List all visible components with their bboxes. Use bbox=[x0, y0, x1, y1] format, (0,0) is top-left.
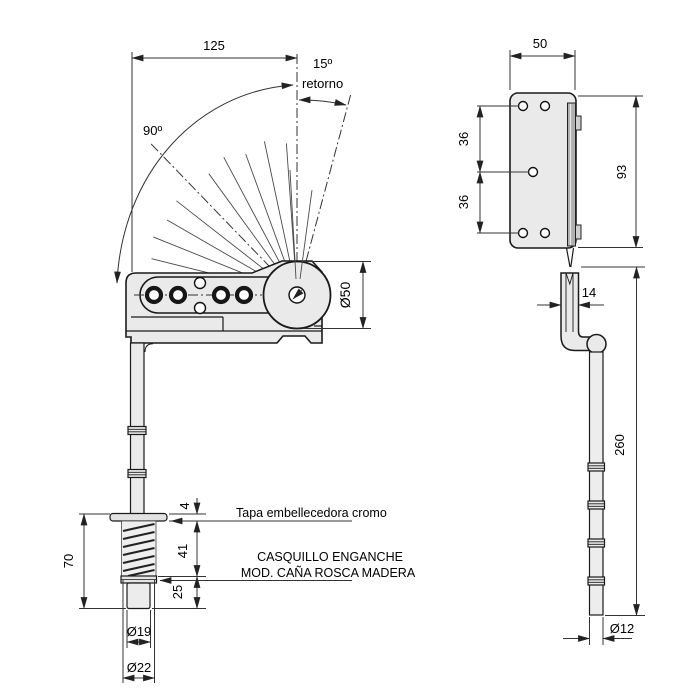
dimension-hub-diameter: Ø50 bbox=[303, 260, 371, 330]
part-name-line1: CASQUILLO ENGANCHE bbox=[257, 550, 403, 564]
dim-d22-text: Ø22 bbox=[127, 660, 152, 675]
return-arc-15 bbox=[298, 96, 347, 106]
dimension-4-41-25: 4 41 25 bbox=[152, 498, 206, 610]
angle-90-label: 90º bbox=[143, 123, 162, 138]
arm-hole bbox=[144, 285, 164, 305]
cap-label: Tapa embellecedora cromo bbox=[236, 506, 387, 520]
dimension-d19: Ø19 bbox=[126, 610, 152, 648]
dim-36-bottom-text: 36 bbox=[456, 195, 471, 209]
dimension-70: 70 bbox=[61, 513, 126, 610]
front-view: 90º 15º retorno 125 bbox=[61, 38, 416, 683]
arm-hole bbox=[168, 285, 188, 305]
dimension-93: 93 bbox=[578, 95, 643, 249]
arm-hole bbox=[211, 285, 231, 305]
arm-small-hole bbox=[193, 276, 207, 290]
dim-41-text: 41 bbox=[175, 544, 190, 558]
tip-cylinder bbox=[126, 582, 151, 610]
dimension-50: 50 bbox=[509, 36, 576, 90]
dimension-d22: Ø22 bbox=[122, 580, 156, 683]
side-rod-collar bbox=[587, 462, 606, 472]
dim-14-text: 14 bbox=[582, 285, 596, 300]
arm-edge-strip bbox=[567, 102, 576, 247]
side-rod-collar bbox=[587, 576, 606, 586]
dimension-260: 260 bbox=[581, 266, 645, 617]
dim-70-text: 70 bbox=[61, 554, 76, 568]
dim-36-top-text: 36 bbox=[456, 132, 471, 146]
dim-d12-text: Ø12 bbox=[610, 621, 635, 636]
return-15deg-centerline bbox=[297, 94, 352, 294]
strip-taper bbox=[565, 247, 575, 268]
plate-hole bbox=[539, 100, 551, 112]
arm-hole bbox=[234, 285, 254, 305]
part-name-line2: MOD. CAÑA ROSCA MADERA bbox=[241, 566, 416, 580]
side-rod-collar bbox=[587, 538, 606, 548]
plate-hole bbox=[539, 227, 551, 239]
cap-leader: Tapa embellecedora cromo bbox=[170, 506, 387, 525]
side-rod bbox=[588, 351, 604, 616]
diagonal-45deg-centerline bbox=[150, 143, 284, 281]
plate-hole bbox=[517, 100, 529, 112]
dim-25-text: 25 bbox=[170, 585, 185, 599]
chrome-cap-flange bbox=[109, 512, 168, 522]
rod-collar bbox=[127, 425, 147, 436]
dim-125-text: 125 bbox=[203, 38, 225, 53]
rod-collar bbox=[127, 468, 147, 479]
dim-93-text: 93 bbox=[614, 165, 629, 179]
arm-small-hole bbox=[193, 301, 207, 315]
angle-15-label: 15º bbox=[313, 56, 332, 71]
side-rod-collar bbox=[587, 500, 606, 510]
strip-tab bbox=[575, 115, 582, 131]
side-view: 50 36 36 93 14 bbox=[456, 36, 645, 645]
dimension-125: 125 bbox=[131, 38, 298, 272]
plate-hole bbox=[517, 227, 529, 239]
swing-arc-90 bbox=[114, 82, 294, 284]
strip-tab bbox=[575, 224, 582, 240]
dim-260-text: 260 bbox=[612, 434, 627, 456]
dimension-14: 14 bbox=[537, 285, 604, 309]
part-name-leader: CASQUILLO ENGANCHE MOD. CAÑA ROSCA MADER… bbox=[159, 550, 416, 584]
dim-d19-text: Ø19 bbox=[127, 624, 152, 639]
retorno-label: retorno bbox=[302, 76, 343, 91]
dimension-d12: Ø12 bbox=[563, 617, 634, 645]
plate-hole bbox=[527, 166, 539, 178]
mounting-plate bbox=[509, 92, 577, 249]
dim-50-text: 50 bbox=[533, 36, 547, 51]
dimension-36-pair: 36 36 bbox=[456, 105, 529, 234]
ball-joint bbox=[586, 333, 607, 355]
dim-4-text: 4 bbox=[177, 502, 192, 509]
thread-collar bbox=[120, 575, 158, 584]
wood-thread bbox=[121, 520, 157, 578]
dim-d50-text: Ø50 bbox=[337, 282, 353, 309]
